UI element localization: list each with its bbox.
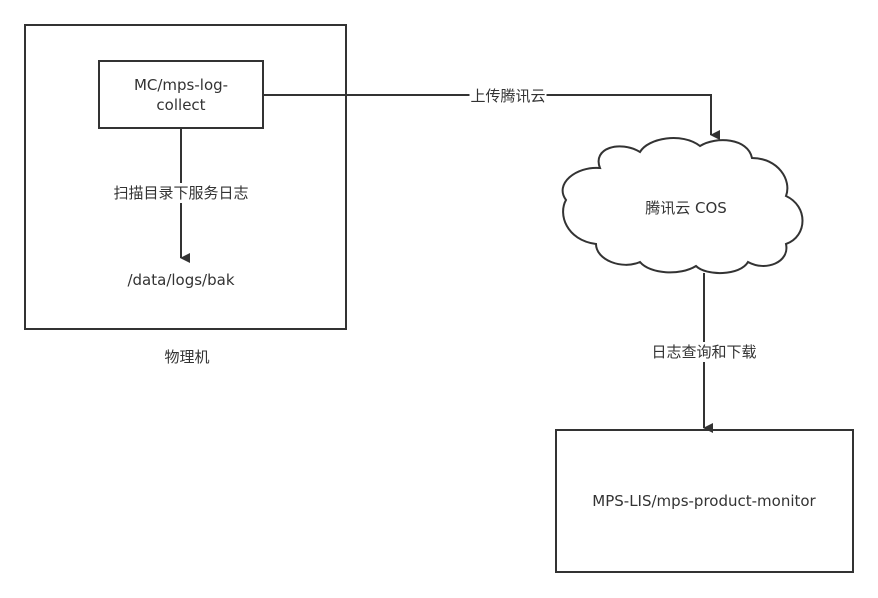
query-edge-label: 日志查询和下载 [650, 342, 758, 362]
collector-label-line1: MC/mps-log- [133, 76, 229, 94]
monitor-label: MPS-LIS/mps-product-monitor [592, 492, 816, 510]
tencent-cos-cloud[interactable] [561, 137, 804, 275]
physical-machine-label: 物理机 [164, 348, 210, 366]
collector-label-line2: collect [156, 96, 206, 114]
upload-edge[interactable] [263, 94, 720, 140]
physical-machine-box[interactable] [24, 24, 347, 330]
collector-box[interactable] [98, 60, 264, 129]
upload-edge-label: 上传腾讯云 [469, 86, 547, 106]
scan-edge-label: 扫描目录下服务日志 [112, 183, 250, 203]
monitor-box[interactable] [555, 429, 854, 573]
tencent-cos-label: 腾讯云 COS [645, 199, 727, 217]
log-dir-label: /data/logs/bak [127, 271, 235, 289]
collector-label: MC/mps-log- collect [134, 75, 228, 115]
